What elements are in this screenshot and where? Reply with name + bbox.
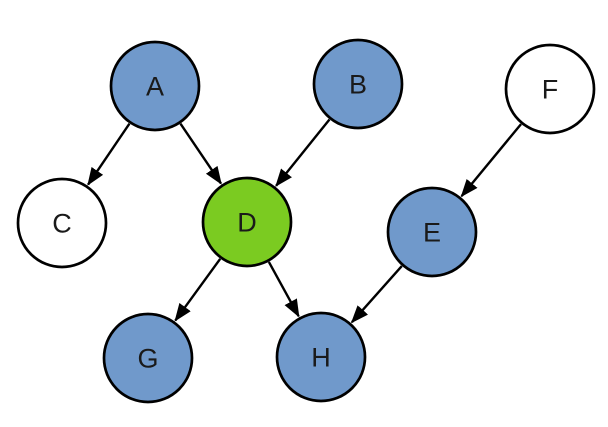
edge-A-D (179, 123, 222, 185)
node-C: C (16, 177, 108, 269)
node-label-C: C (52, 209, 72, 239)
node-D: D (201, 176, 293, 268)
node-circle-B (312, 38, 404, 130)
edge-F-E (460, 123, 522, 198)
node-label-G: G (137, 344, 158, 374)
node-B: B (312, 38, 404, 130)
node-H: H (275, 311, 367, 403)
node-label-E: E (423, 218, 441, 248)
node-label-A: A (146, 72, 164, 102)
edge-A-C (87, 122, 131, 186)
node-F: F (504, 43, 596, 135)
edge-B-D (275, 118, 331, 187)
node-A: A (109, 40, 201, 132)
node-circle-C (16, 177, 108, 269)
edge-D-G (174, 258, 222, 322)
node-circle-H (275, 311, 367, 403)
node-E: E (386, 186, 478, 278)
node-label-D: D (237, 208, 257, 238)
node-G: G (102, 312, 194, 404)
node-label-F: F (542, 75, 559, 105)
edge-E-H (350, 265, 403, 324)
node-circle-A (109, 40, 201, 132)
edge-D-H (267, 261, 300, 318)
node-label-H: H (311, 343, 331, 373)
node-circle-E (386, 186, 478, 278)
node-circle-F (504, 43, 596, 135)
node-circle-D (201, 176, 293, 268)
node-label-B: B (349, 70, 367, 100)
node-circle-G (102, 312, 194, 404)
